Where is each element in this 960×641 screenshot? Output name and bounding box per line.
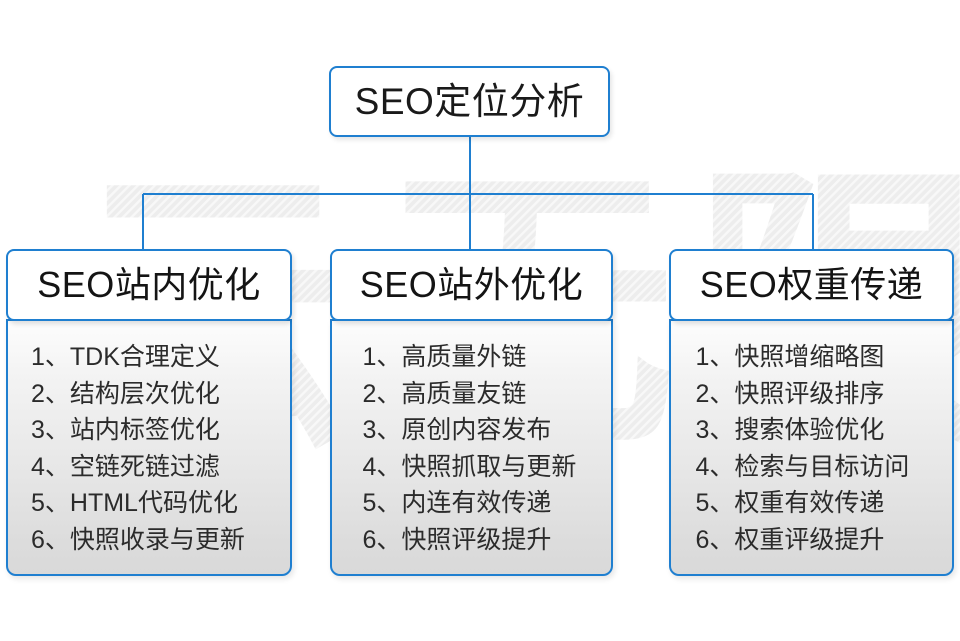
list-item[interactable]: 2、结构层次优化: [31, 379, 220, 408]
branch-column-onsite: SEO站内优化 1、TDK合理定义 2、结构层次优化 3、站内标签优化 4、空链…: [6, 249, 292, 576]
branch-header-label: SEO站外优化: [359, 264, 584, 305]
list-item[interactable]: 3、原创内容发布: [362, 416, 552, 444]
list-item[interactable]: 5、内连有效传递: [362, 489, 552, 517]
list-item[interactable]: 1、快照增缩略图: [695, 343, 885, 371]
list-item[interactable]: 2、快照评级排序: [695, 379, 885, 408]
list-item[interactable]: 4、空链死链过滤: [31, 452, 220, 481]
list-item[interactable]: 2、高质量友链: [362, 379, 527, 408]
branch-body-offsite: 1、高质量外链 2、高质量友链 3、原创内容发布 4、快照抓取与更新 5、内连有…: [330, 319, 613, 576]
branch-header-offsite[interactable]: SEO站外优化: [330, 249, 613, 321]
branch-column-weight: SEO权重传递 1、快照增缩略图 2、快照评级排序 3、搜索体验优化 4、检索与…: [669, 249, 954, 576]
branch-header-label: SEO权重传递: [699, 264, 924, 305]
list-item[interactable]: 5、HTML代码优化: [31, 489, 238, 517]
list-item[interactable]: 5、权重有效传递: [695, 489, 885, 517]
branch-item-list: 1、高质量外链 2、高质量友链 3、原创内容发布 4、快照抓取与更新 5、内连有…: [332, 339, 611, 558]
list-item[interactable]: 4、检索与目标访问: [695, 452, 910, 481]
list-item[interactable]: 1、TDK合理定义: [31, 343, 220, 371]
branch-header-label: SEO站内优化: [37, 264, 261, 305]
branch-item-list: 1、快照增缩略图 2、快照评级排序 3、搜索体验优化 4、检索与目标访问 5、权…: [671, 339, 952, 558]
branch-body-onsite: 1、TDK合理定义 2、结构层次优化 3、站内标签优化 4、空链死链过滤 5、H…: [6, 319, 292, 576]
list-item[interactable]: 1、高质量外链: [362, 343, 527, 371]
root-node-title: SEO定位分析: [354, 81, 585, 122]
list-item[interactable]: 4、快照抓取与更新: [362, 452, 577, 481]
branch-item-list: 1、TDK合理定义 2、结构层次优化 3、站内标签优化 4、空链死链过滤 5、H…: [8, 339, 290, 558]
list-item[interactable]: 6、快照评级提升: [362, 525, 552, 554]
list-item[interactable]: 6、权重评级提升: [695, 525, 885, 554]
list-item[interactable]: 3、站内标签优化: [31, 416, 220, 444]
branch-header-onsite[interactable]: SEO站内优化: [6, 249, 292, 321]
branch-body-weight: 1、快照增缩略图 2、快照评级排序 3、搜索体验优化 4、检索与目标访问 5、权…: [669, 319, 954, 576]
list-item[interactable]: 3、搜索体验优化: [695, 416, 885, 444]
root-node-seo-positioning[interactable]: SEO定位分析: [329, 66, 610, 137]
branch-header-weight[interactable]: SEO权重传递: [669, 249, 954, 321]
branch-column-offsite: SEO站外优化 1、高质量外链 2、高质量友链 3、原创内容发布 4、快照抓取与…: [330, 249, 613, 576]
list-item[interactable]: 6、快照收录与更新: [31, 525, 245, 554]
